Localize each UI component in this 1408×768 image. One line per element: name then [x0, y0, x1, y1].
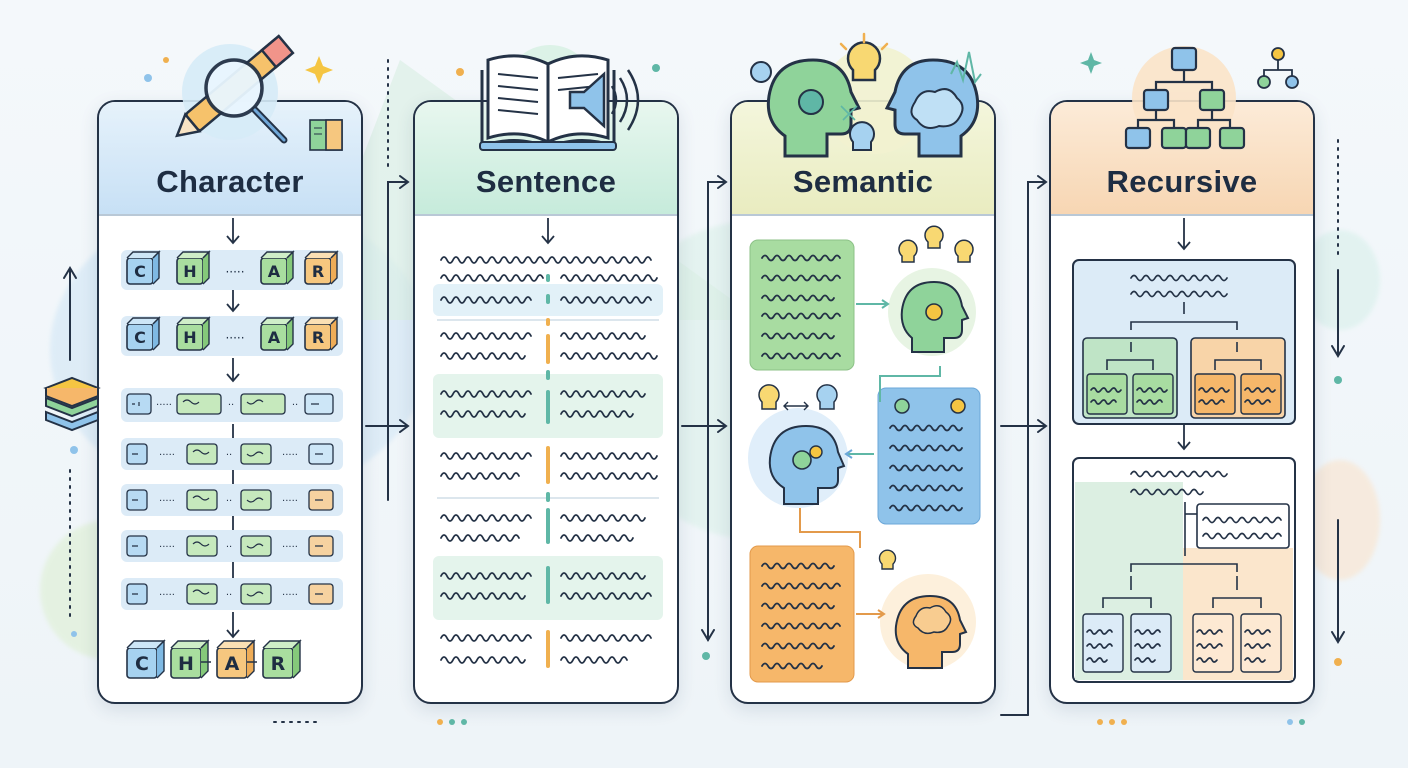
- svg-text:R: R: [312, 262, 324, 281]
- svg-text:A: A: [225, 653, 240, 675]
- svg-text:·····: ·····: [282, 496, 298, 507]
- svg-text:·····: ·····: [282, 590, 298, 601]
- svg-text:·····: ·····: [282, 450, 298, 461]
- panel-recursive: Recursive: [1049, 100, 1315, 704]
- char-block-row-2: C H ····· A R: [126, 316, 339, 351]
- svg-text:·····: ·····: [159, 542, 175, 553]
- svg-text:·····: ·····: [225, 331, 244, 345]
- book-speaker-icon: [479, 45, 640, 151]
- semantic-flow: [748, 225, 981, 683]
- char-block-c: C: [134, 262, 146, 281]
- svg-text:A: A: [268, 328, 281, 347]
- recursive-tree: [1072, 218, 1296, 683]
- svg-text:·····: ·····: [225, 265, 244, 279]
- char-block-row-bottom: C H A R: [126, 639, 302, 679]
- panel-title-sentence: Sentence: [475, 164, 617, 199]
- svg-text:··: ··: [226, 496, 232, 507]
- svg-text:H: H: [183, 262, 196, 281]
- sentence-lines: [433, 218, 663, 668]
- svg-text:··: ··: [226, 450, 232, 461]
- svg-text:H: H: [183, 328, 196, 347]
- svg-text:C: C: [135, 653, 149, 675]
- hierarchy-tree-icon: [1080, 46, 1299, 150]
- svg-text:··: ··: [292, 400, 298, 411]
- char-token-rows: ········· ············ ············ ····…: [126, 393, 334, 605]
- svg-text:C: C: [134, 328, 146, 347]
- svg-text:··: ··: [226, 542, 232, 553]
- panel-sentence: Sentence: [413, 100, 679, 704]
- svg-text:·····: ·····: [156, 400, 172, 411]
- svg-text:·····: ·····: [282, 542, 298, 553]
- head-gear-middle: [748, 384, 848, 508]
- svg-text:·····: ·····: [159, 590, 175, 601]
- panel-title-recursive: Recursive: [1106, 164, 1258, 199]
- svg-text:·····: ·····: [159, 450, 175, 461]
- char-block-row-1: C H ····· A R: [126, 250, 339, 285]
- svg-text:A: A: [268, 262, 281, 281]
- svg-text:H: H: [178, 653, 194, 675]
- svg-text:·····: ·····: [159, 496, 175, 507]
- panel-title-character: Character: [156, 164, 304, 199]
- head-gear-top: [888, 225, 976, 356]
- svg-text:R: R: [271, 653, 286, 675]
- panel-semantic: Semantic: [730, 100, 996, 704]
- panel-title-semantic: Semantic: [792, 164, 934, 199]
- svg-text:··: ··: [226, 590, 232, 601]
- svg-text:··: ··: [228, 400, 234, 411]
- layers-stack-icon: [43, 376, 101, 432]
- heads-lightbulb-icon: [750, 32, 982, 158]
- head-brain-bottom: [878, 549, 976, 670]
- magnifier-pencil-icon: [175, 34, 343, 151]
- svg-text:R: R: [312, 328, 324, 347]
